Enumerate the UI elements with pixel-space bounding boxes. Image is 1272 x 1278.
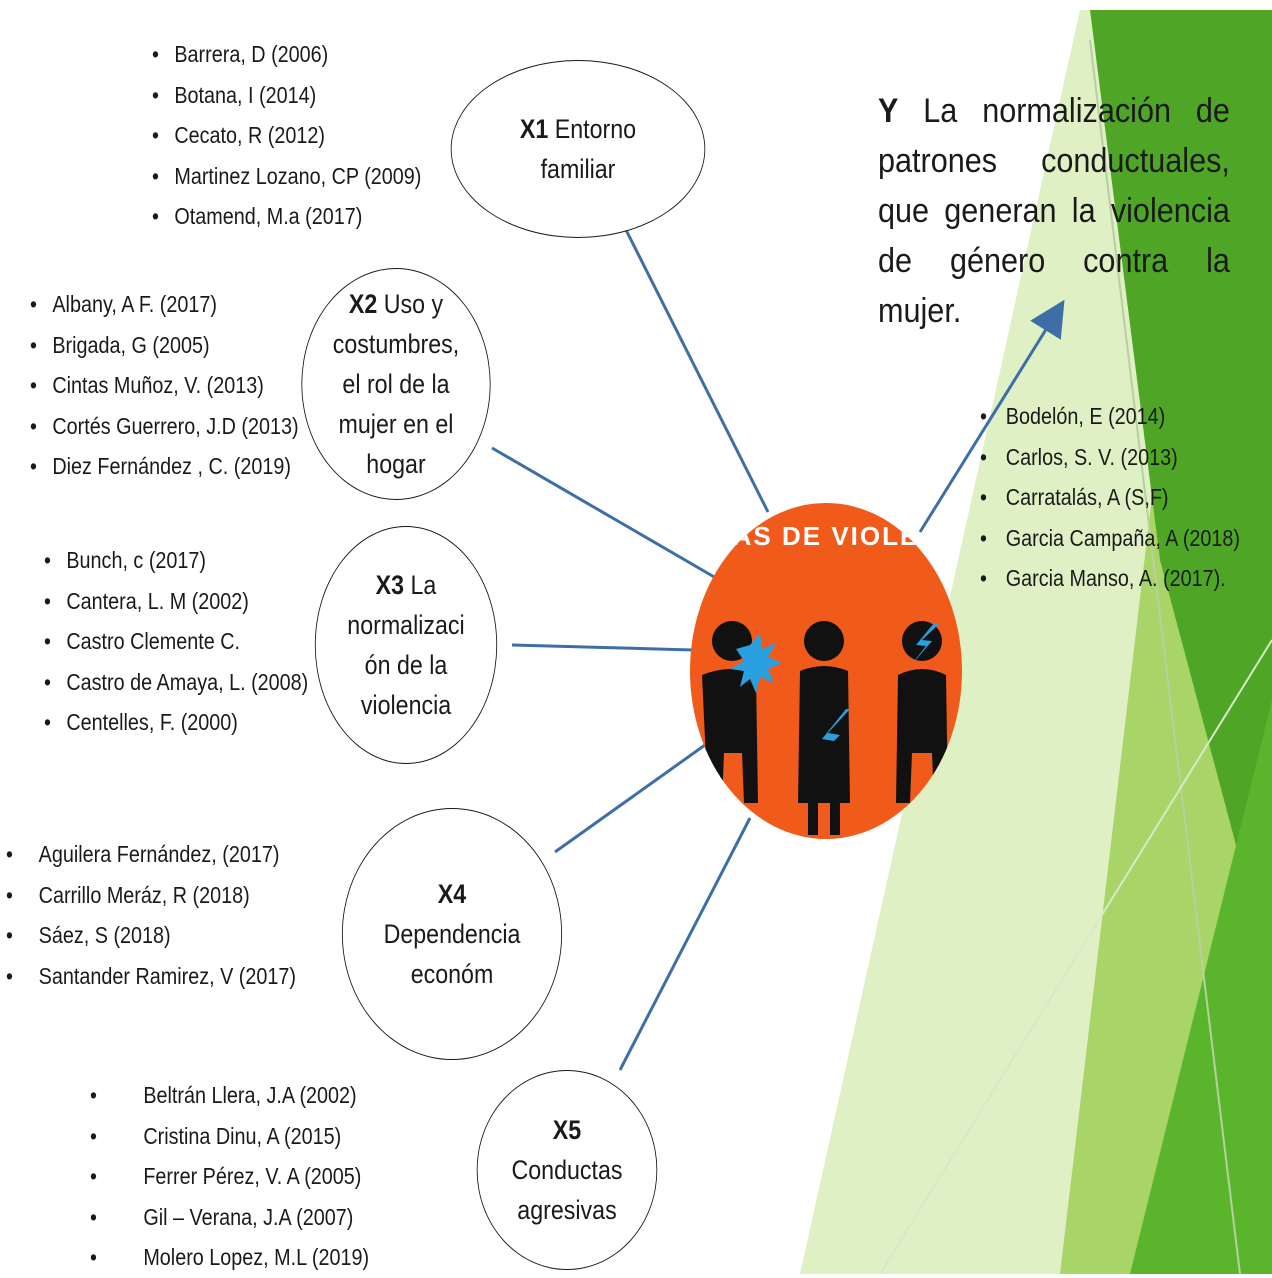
theme-thin-line: [1089, 39, 1241, 1274]
reference-item: Beltrán Llera, J.A (2002): [90, 1075, 369, 1116]
variable-code: X5: [552, 1115, 582, 1145]
reference-item: Barrera, D (2006): [152, 34, 421, 75]
reference-item: Gil – Verana, J.A (2007): [90, 1197, 369, 1238]
reference-item: Carlos, S. V. (2013): [980, 437, 1240, 478]
reference-item: Carrillo Meráz, R (2018): [6, 875, 296, 916]
reference-item: Bunch, c (2017): [44, 540, 308, 581]
reference-item: Castro Clemente C.: [44, 621, 308, 662]
variable-label-line: el rol de la: [342, 369, 450, 399]
references-x1: Barrera, D (2006) Botana, I (2014) Cecat…: [152, 34, 421, 237]
variable-label-line: violencia: [360, 690, 452, 720]
connector-x1: [620, 221, 770, 513]
reference-item: Garcia Manso, A. (2017).: [980, 558, 1240, 599]
variable-label-line: costumbres,: [332, 329, 460, 359]
theme-thin-line-2: [879, 639, 1272, 1274]
reference-item: Aguilera Fernández, (2017): [6, 834, 296, 875]
variable-x5-node: X5 Conductas agresivas: [476, 1070, 658, 1270]
reference-item: Sáez, S (2018): [6, 915, 296, 956]
reference-item: Albany, A F. (2017): [30, 284, 299, 325]
center-banner-text: AS DE VIOLE: [732, 521, 920, 551]
reference-item: Otamend, M.a (2017): [152, 196, 421, 237]
variable-label-line: Entorno: [554, 114, 637, 144]
variable-x2-node: X2 Uso y costumbres, el rol de la mujer …: [301, 268, 491, 500]
variable-label-line: hogar: [366, 449, 426, 479]
figure-burst-icon: [702, 621, 782, 803]
outcome-y-statement: Y La normalización de patrones conductua…: [878, 86, 1230, 336]
references-x4: Aguilera Fernández, (2017) Carrillo Merá…: [6, 834, 296, 996]
reference-item: Bodelón, E (2014): [980, 396, 1240, 437]
variable-x3-node: X3 La normalizaci ón de la violencia: [314, 526, 498, 764]
reference-item: Martinez Lozano, CP (2009): [152, 156, 421, 197]
outcome-text: La normalización de patrones conductuale…: [878, 92, 1230, 330]
reference-item: Cecato, R (2012): [152, 115, 421, 156]
figure-lightning-icon: [896, 621, 948, 803]
reference-item: Ferrer Pérez, V. A (2005): [90, 1156, 369, 1197]
figures-illustration: [702, 621, 948, 835]
variable-label-line: normalizaci: [347, 610, 465, 640]
reference-item: Molero Lopez, M.L (2019): [90, 1237, 369, 1278]
variable-code: X3: [375, 570, 405, 600]
reference-item: Diez Fernández , C. (2019): [30, 446, 299, 487]
reference-item: Carratalás, A (S,F): [980, 477, 1240, 518]
connector-x2: [491, 446, 717, 580]
variable-label-line: Uso y: [383, 289, 444, 319]
references-y: Bodelón, E (2014) Carlos, S. V. (2013) C…: [980, 396, 1240, 599]
reference-item: Garcia Campaña, A (2018): [980, 518, 1240, 559]
reference-item: Centelles, F. (2000): [44, 702, 308, 743]
variable-x1-node: X1 Entorno familiar: [450, 60, 706, 238]
variable-label-line: La: [410, 570, 437, 600]
variable-code: X4: [437, 879, 467, 909]
connector-x3: [511, 643, 694, 652]
connector-x5: [618, 817, 752, 1071]
theme-green-bottom-shape: [1130, 700, 1272, 1274]
references-x2: Albany, A F. (2017) Brigada, G (2005) Ci…: [30, 284, 299, 487]
references-x3: Bunch, c (2017) Cantera, L. M (2002) Cas…: [44, 540, 308, 743]
references-x5: Beltrán Llera, J.A (2002) Cristina Dinu,…: [90, 1075, 369, 1278]
variable-label-line: familiar: [540, 154, 616, 184]
variable-code: X1: [519, 114, 549, 144]
reference-item: Castro de Amaya, L. (2008): [44, 662, 308, 703]
variable-x4-node: X4 Dependencia económ: [341, 808, 563, 1060]
central-violence-image: AS DE VIOLE: [690, 503, 962, 839]
reference-item: Cintas Muñoz, V. (2013): [30, 365, 299, 406]
reference-item: Santander Ramirez, V (2017): [6, 956, 296, 997]
outcome-letter: Y: [878, 92, 899, 130]
variable-label-line: agresivas: [517, 1195, 617, 1225]
figure-woman-lightning-icon: [798, 621, 850, 835]
reference-item: Botana, I (2014): [152, 75, 421, 116]
reference-item: Cristina Dinu, A (2015): [90, 1116, 369, 1157]
variable-label-line: ón de la: [364, 650, 448, 680]
variable-label-line: mujer en el: [338, 409, 454, 439]
connector-x4: [554, 743, 706, 854]
variable-label-line: Conductas: [511, 1155, 623, 1185]
variable-label-line: Dependencia: [383, 919, 521, 949]
variable-label-line: económ: [410, 959, 494, 989]
variable-code: X2: [348, 289, 378, 319]
reference-item: Brigada, G (2005): [30, 325, 299, 366]
reference-item: Cantera, L. M (2002): [44, 581, 308, 622]
reference-item: Cortés Guerrero, J.D (2013): [30, 406, 299, 447]
